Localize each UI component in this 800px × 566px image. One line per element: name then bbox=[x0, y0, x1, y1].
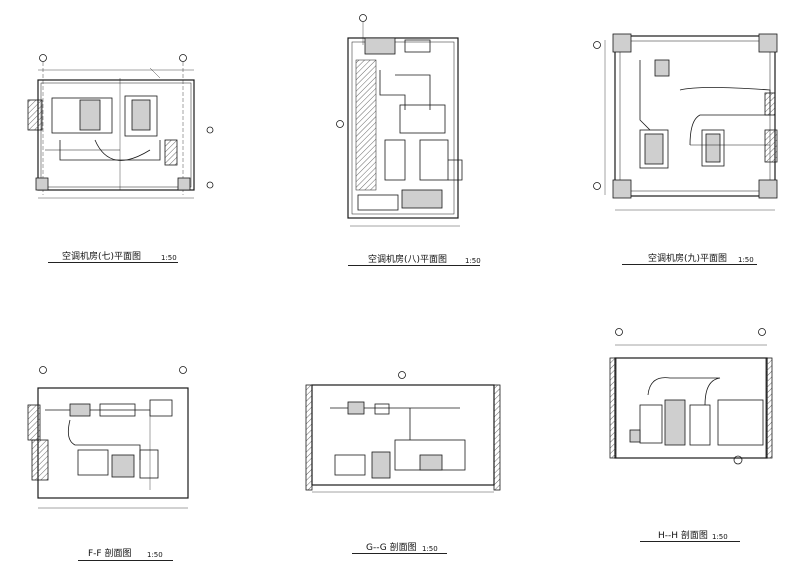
underline-section-gg bbox=[352, 553, 447, 554]
caption-plan-9: 空调机房(九)平面图 bbox=[648, 254, 728, 264]
scale-plan-8: 1:50 bbox=[465, 257, 481, 265]
section-hh-drawing bbox=[609, 328, 773, 465]
plan-7-drawing bbox=[27, 54, 214, 199]
scale-section-hh: 1:50 bbox=[712, 533, 728, 541]
caption-section-hh: H--H 剖面图 bbox=[658, 531, 708, 541]
plan-8-drawing bbox=[336, 14, 463, 227]
caption-section-ff: F-F 剖面图 bbox=[88, 549, 132, 559]
caption-plan-7: 空调机房(七)平面图 bbox=[62, 252, 142, 262]
section-gg-drawing bbox=[305, 371, 501, 493]
underline-section-ff bbox=[78, 560, 173, 561]
scale-section-gg: 1:50 bbox=[422, 545, 438, 553]
scale-plan-9: 1:50 bbox=[738, 256, 754, 264]
underline-plan-9 bbox=[622, 264, 757, 265]
underline-plan-7 bbox=[48, 262, 178, 263]
section-ff-drawing bbox=[27, 366, 189, 509]
underline-section-hh bbox=[640, 541, 740, 542]
caption-section-gg: G--G 剖面图 bbox=[366, 543, 417, 553]
scale-plan-7: 1:50 bbox=[161, 254, 177, 262]
plan-9-drawing bbox=[593, 33, 778, 211]
scale-section-ff: 1:50 bbox=[147, 551, 163, 559]
caption-plan-8: 空调机房(八)平面图 bbox=[368, 255, 448, 265]
underline-plan-8 bbox=[348, 265, 480, 266]
